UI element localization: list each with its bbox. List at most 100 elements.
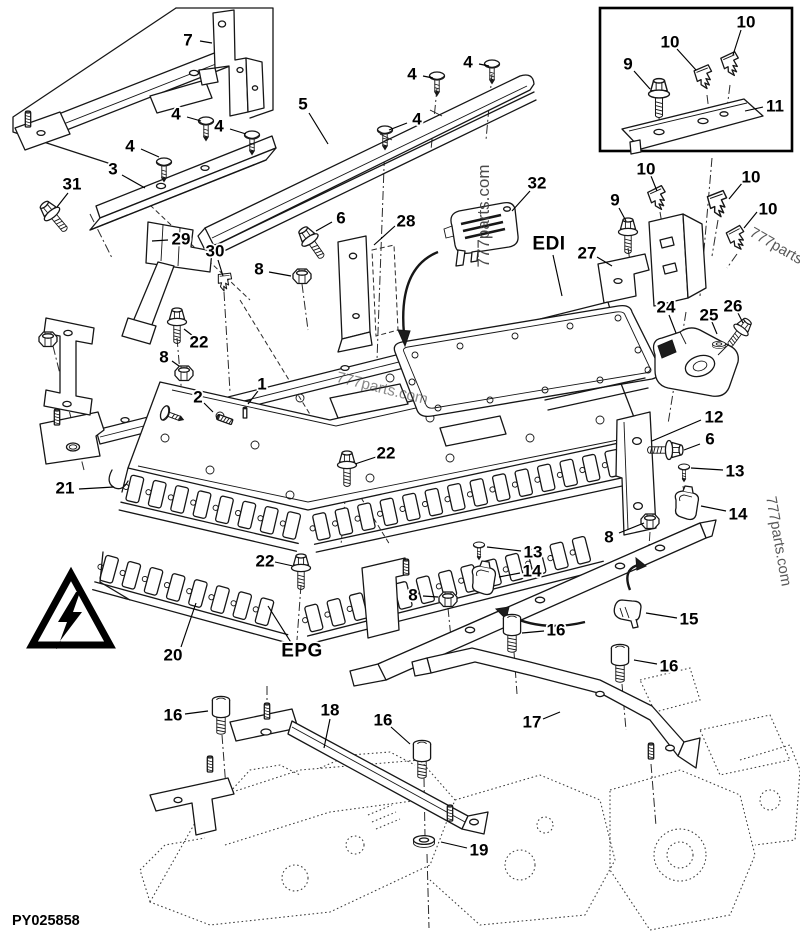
leader-11 [744,106,764,112]
callout-11: 11 [766,97,784,116]
callout-21: 21 [56,479,75,498]
leader-12 [651,419,702,442]
support-plate [349,519,717,687]
callout-2: 2 [193,388,202,407]
callout-31: 31 [63,175,82,194]
leader-4 [140,148,160,158]
callout-9: 9 [623,55,632,74]
callout-22: 22 [377,444,396,463]
callout-7: 7 [183,31,192,50]
callout-6: 6 [336,209,345,228]
callout-16: 16 [660,657,679,676]
callout-9: 9 [610,191,619,210]
callout-4: 4 [171,105,181,124]
inset-box [598,6,794,155]
callout-4: 4 [412,110,422,129]
callout-27: 27 [578,244,597,263]
leader-EPG [267,605,293,645]
leader-16 [633,659,658,665]
leader-10 [676,48,697,71]
callout-26: 26 [724,297,743,316]
callout-4: 4 [125,137,135,156]
watermark-777parts: 777parts.com [474,165,493,268]
leader-16 [390,726,411,745]
leader-22 [274,561,294,567]
leader-9 [633,70,651,90]
bottom-hardware [149,613,701,849]
leader-14 [700,505,727,512]
leader-8 [618,522,645,534]
battery-stack [92,304,661,645]
part-32-module [443,201,519,267]
callout-4: 4 [214,117,224,136]
callout-12: 12 [705,408,724,427]
leader-29 [151,239,169,242]
callout-10: 10 [661,33,680,52]
callout-16: 16 [374,711,393,730]
leader-7 [199,40,213,44]
leader-31 [56,192,69,208]
leader-22 [354,456,377,465]
leader-32 [511,190,531,212]
leader-17 [542,711,561,720]
leader-1 [247,390,259,405]
leader-8 [268,271,292,277]
callout-10: 10 [637,160,656,179]
callout-EPG: EPG [281,641,323,662]
callout-8: 8 [254,260,263,279]
leader-4 [422,75,434,79]
edi-arrow [397,250,439,348]
leader-6 [683,443,701,451]
engine-block-outline [139,667,800,931]
part-3-plate [89,135,277,231]
callout-22: 22 [190,333,209,352]
leader-21 [78,486,115,490]
leader-4 [229,128,247,135]
callout-18: 18 [321,701,340,720]
leader-10 [732,29,742,56]
part-24-sensor-assembly [652,314,756,397]
leader-14 [498,572,521,578]
callout-4: 4 [407,65,417,84]
callout-5: 5 [298,95,307,114]
callout-1: 1 [257,375,266,394]
leader-3 [121,174,146,189]
callout-22: 22 [256,552,275,571]
leader-24 [668,314,677,334]
callout-13: 13 [524,543,543,562]
leader-8 [171,360,180,367]
leader-16 [521,630,545,634]
leader-EDI [552,254,563,297]
callout-15: 15 [680,610,699,629]
leader-4 [388,122,408,131]
watermark-777parts: 777parts.com [747,224,800,284]
callout-14: 14 [523,562,542,581]
left-bracket-group [35,196,358,591]
leader-13 [690,467,724,471]
callout-16: 16 [164,706,183,725]
leader-6 [315,221,333,232]
part-7-rail-assembly [12,7,274,164]
leader-19 [440,841,468,849]
callout-8: 8 [604,528,613,547]
leader-4 [478,63,490,67]
bracket-28 [337,235,399,353]
leader-25 [711,321,718,335]
bracket-12-group [615,411,700,536]
callout-14: 14 [729,505,748,524]
callout-29: 29 [172,230,191,249]
callout-25: 25 [700,306,719,325]
callout-4: 4 [463,53,473,72]
leader-10 [650,175,658,192]
bracket-27-clips-10 [597,184,750,307]
callout-20: 20 [164,646,183,665]
leader-16 [184,710,209,715]
leader-13 [486,546,522,552]
leader-2 [203,402,214,413]
callout-32: 32 [528,174,547,193]
callout-3: 3 [108,160,117,179]
leader-26 [737,312,744,324]
